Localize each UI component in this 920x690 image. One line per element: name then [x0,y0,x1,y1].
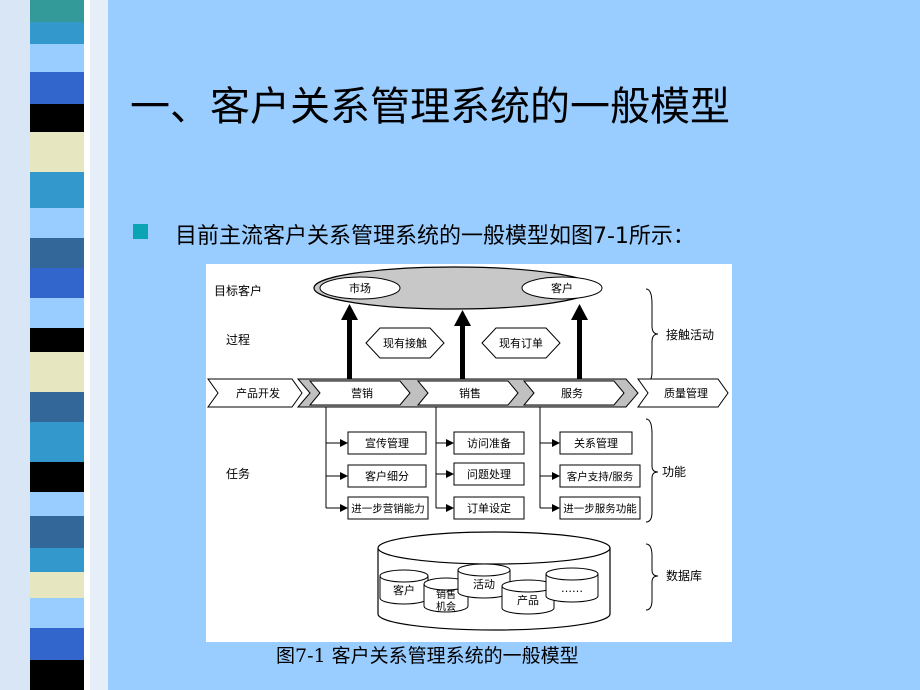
diamond-current-order [481,327,561,359]
side-label-contact: 接触活动 [666,327,714,342]
ellipse-customer-label: 客户 [551,281,573,295]
figure-caption: 图7-1 客户关系管理系统的一般模型 [276,645,579,667]
db-label-activity: 活动 [473,578,495,591]
diamond-current-order-label: 现有订单 [499,336,543,350]
chain-quality [637,378,729,408]
task-label-marketing-1: 宣传管理 [365,436,409,450]
task-box-service-1 [559,431,633,455]
task-label-service-2: 客户支持/服务 [567,470,634,483]
task-label-sales-1: 访问准备 [467,436,511,450]
chain-quality-label: 质量管理 [664,386,708,400]
task-box-marketing-2 [347,464,427,488]
chain-marketing-label: 营销 [351,386,373,400]
task-label-sales-2: 问题处理 [467,468,511,481]
side-label-database: 数据库 [666,568,702,583]
bullet-text: 目前主流客户关系管理系统的一般模型如图7-1所示： [175,224,695,249]
ellipse-market-label: 市场 [349,281,371,295]
crm-model-diagram: 目标客户 过程 任务 接触活动 功能 数据库 市场 客户 现有接触 现有订单 产… [206,264,732,642]
task-box-sales-2 [453,462,525,486]
chain-marketing [308,380,411,406]
task-box-service-3 [559,496,641,520]
task-box-marketing-1 [347,431,427,455]
db-label-sales-opp-1: 销售 [436,588,456,601]
task-label-service-3: 进一步服务功能 [563,502,637,515]
task-box-service-2 [559,464,641,488]
chain-sales-label: 销售 [459,386,481,400]
chain-sales [416,380,519,406]
task-box-sales-3 [453,496,525,520]
strip-blocks [30,0,84,690]
task-box-marketing-3 [347,496,429,520]
decorative-left-strip [0,0,108,690]
slide-title: 一、客户关系管理系统的一般模型 [130,84,730,130]
db-label-more: …… [561,582,583,595]
db-label-sales-opp-2: 机会 [436,600,456,613]
diamond-current-contact-label: 现有接触 [383,336,427,350]
chain-product-dev [207,378,303,408]
task-label-service-1: 关系管理 [574,436,618,450]
row-label-target: 目标客户 [214,283,262,298]
task-box-sales-1 [453,431,525,455]
square-bullet-icon [133,224,148,239]
row-label-task: 任务 [226,466,250,481]
ellipse-customer [521,276,603,300]
ellipse-market [319,276,401,300]
db-label-customer: 客户 [393,583,415,597]
task-label-marketing-3: 进一步营销能力 [351,502,425,515]
row-label-process: 过程 [226,332,250,347]
side-label-function: 功能 [662,465,686,479]
chain-service [522,380,625,406]
diamond-current-contact [365,327,445,359]
up-arrows [341,304,588,380]
chain-service-label: 服务 [561,387,583,400]
task-label-marketing-2: 客户细分 [365,469,409,483]
chain-product-dev-label: 产品开发 [236,386,280,400]
db-label-product: 产品 [517,593,539,607]
task-label-sales-3: 订单设定 [467,501,511,515]
